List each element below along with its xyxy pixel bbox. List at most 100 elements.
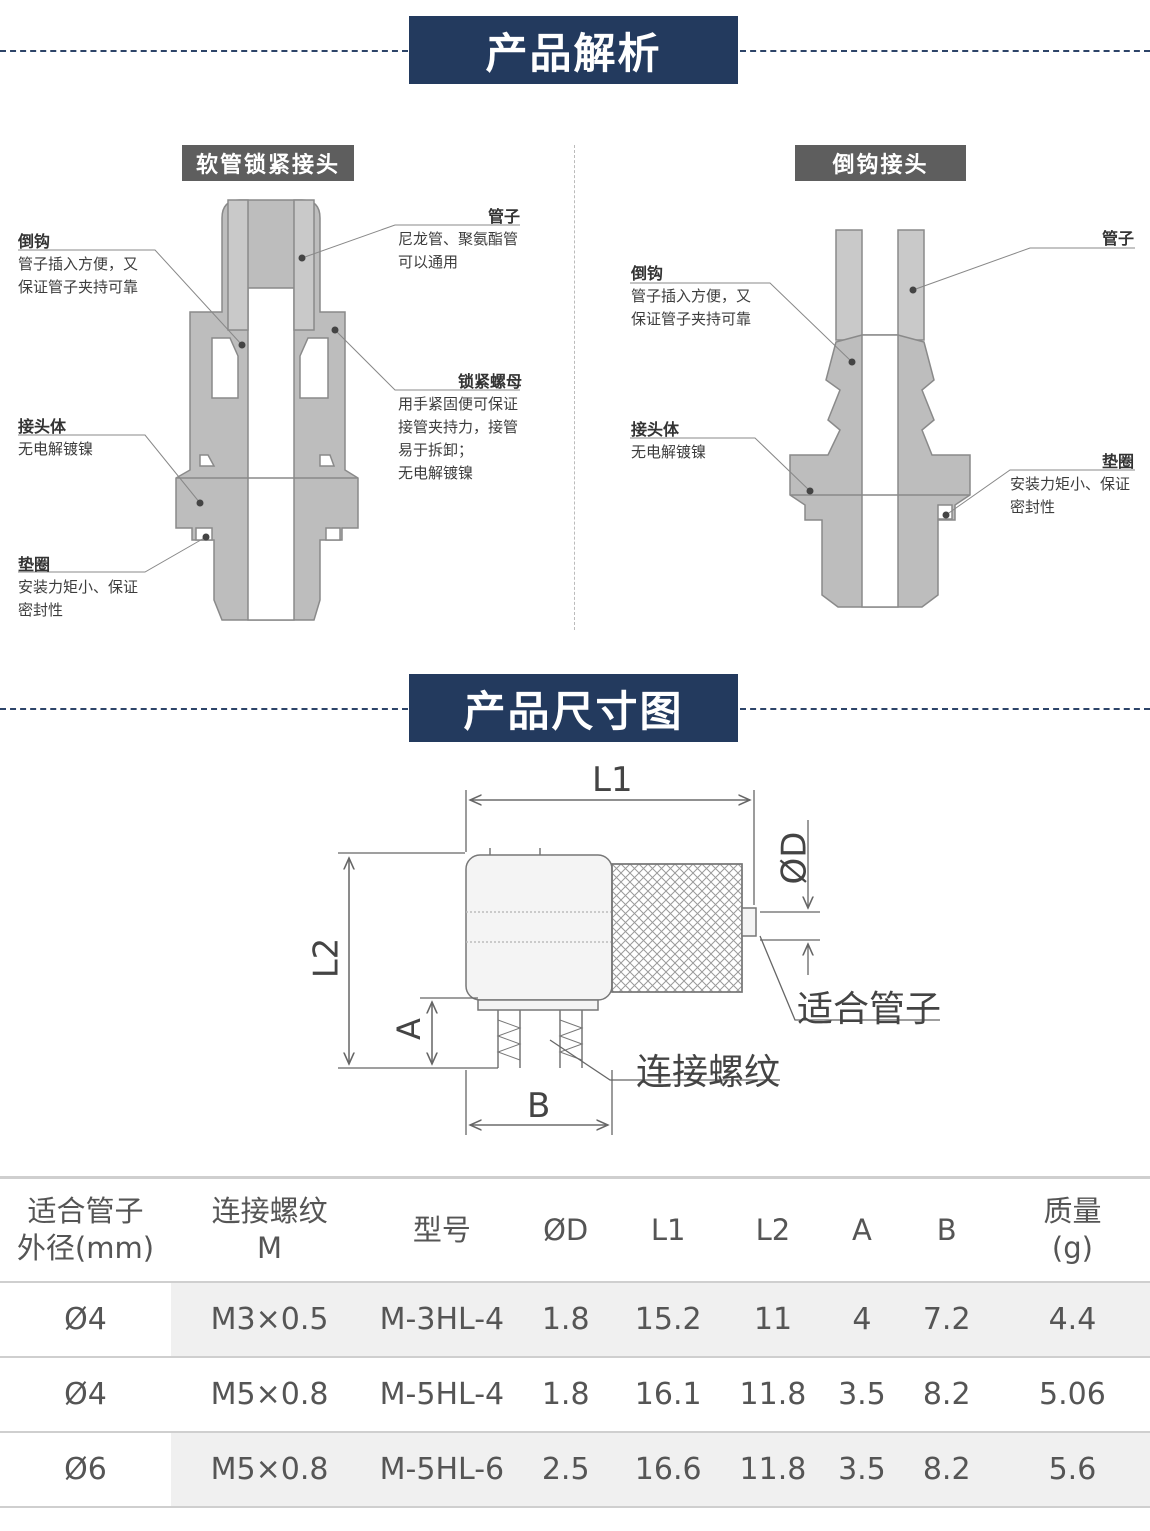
dimension-lines bbox=[338, 790, 940, 1135]
table-cell: M-3HL-4 bbox=[368, 1282, 516, 1358]
left-nut-desc2: 接管夹持力，接管 bbox=[398, 418, 519, 436]
table-cell: 16.1 bbox=[615, 1357, 721, 1433]
table-cell: 11.8 bbox=[720, 1357, 826, 1433]
table-cell: 15.2 bbox=[615, 1282, 721, 1358]
table-cell: 2.5 bbox=[515, 1432, 616, 1508]
dim-label-A: A bbox=[389, 1018, 428, 1040]
table-cell: 7.2 bbox=[898, 1282, 995, 1358]
right-fitting-drawing bbox=[789, 229, 971, 608]
left-nut-desc3: 易于拆卸； bbox=[398, 441, 474, 459]
left-fitting-drawing bbox=[175, 199, 359, 621]
table-row: Ø6 M5×0.8 M-5HL-6 2.5 16.6 11.8 3.5 8.2 … bbox=[0, 1432, 1150, 1508]
dim-label-thread: 连接螺纹 bbox=[636, 1052, 781, 1093]
table-cell: M5×0.8 bbox=[170, 1357, 369, 1433]
divider-left-1 bbox=[0, 50, 408, 52]
table-cell: 8.2 bbox=[898, 1357, 995, 1433]
table-row: Ø4 M3×0.5 M-3HL-4 1.8 15.2 11 4 7.2 4.4 bbox=[0, 1282, 1150, 1358]
left-hook-title: 倒钩 bbox=[18, 232, 51, 251]
left-body-title: 接头体 bbox=[18, 417, 67, 436]
table-cell: 1.8 bbox=[515, 1282, 616, 1358]
col-header-a: A bbox=[825, 1176, 899, 1283]
left-label-washer: 垫圈 安装力矩小、保证 密封性 bbox=[18, 553, 168, 622]
left-leader-dots bbox=[196, 254, 339, 541]
left-body-desc1: 无电解镀镍 bbox=[18, 440, 94, 458]
table-cell: M-5HL-4 bbox=[368, 1357, 516, 1433]
right-body-title: 接头体 bbox=[631, 420, 680, 439]
table-cell: 3.5 bbox=[825, 1432, 899, 1508]
right-washer-desc1: 安装力矩小、保证 bbox=[1010, 475, 1131, 493]
right-label-tube: 管子 bbox=[1030, 227, 1134, 250]
col-header-mass: 质量(g) bbox=[994, 1176, 1150, 1283]
right-diagram-title: 倒钩接头 bbox=[795, 145, 966, 181]
col-header-od: ØD bbox=[515, 1176, 616, 1283]
right-body-desc1: 无电解镀镍 bbox=[631, 443, 707, 461]
divider-left-2 bbox=[0, 708, 408, 710]
divider-right-1 bbox=[740, 50, 1150, 52]
left-washer-title: 垫圈 bbox=[18, 555, 51, 574]
table-row: Ø4 M5×0.8 M-5HL-4 1.8 16.1 11.8 3.5 8.2 … bbox=[0, 1357, 1150, 1433]
section-title-analysis: 产品解析 bbox=[409, 16, 738, 84]
table-cell: M-5HL-6 bbox=[368, 1432, 516, 1508]
left-tube-desc1: 尼龙管、聚氨酯管 bbox=[398, 230, 519, 248]
table-cell: 16.6 bbox=[615, 1432, 721, 1508]
table-cell: 11 bbox=[720, 1282, 826, 1358]
left-nut-title: 锁紧螺母 bbox=[457, 372, 522, 391]
divider-right-2 bbox=[740, 708, 1150, 710]
left-label-hook: 倒钩 管子插入方便，又 保证管子夹持可靠 bbox=[18, 230, 168, 299]
col-header-l2: L2 bbox=[720, 1176, 826, 1283]
dim-label-L1: L1 bbox=[592, 760, 633, 800]
right-washer-desc2: 密封性 bbox=[1010, 498, 1056, 516]
left-nut-desc1: 用手紧固便可保证 bbox=[398, 395, 519, 413]
right-hook-desc2: 保证管子夹持可靠 bbox=[631, 310, 752, 328]
col-header-b: B bbox=[898, 1176, 995, 1283]
right-label-body: 接头体 无电解镀镍 bbox=[631, 418, 761, 464]
table-cell: 3.5 bbox=[825, 1357, 899, 1433]
dim-label-L2: L2 bbox=[306, 937, 347, 979]
section-title-dimension: 产品尺寸图 bbox=[409, 674, 738, 742]
table-cell: Ø4 bbox=[0, 1282, 171, 1358]
table-cell: Ø4 bbox=[0, 1357, 171, 1433]
table-cell: 4 bbox=[825, 1282, 899, 1358]
table-cell: 8.2 bbox=[898, 1432, 995, 1508]
center-divider bbox=[574, 145, 575, 630]
left-washer-desc2: 密封性 bbox=[18, 601, 64, 619]
right-leader-dots bbox=[806, 286, 950, 519]
left-tube-title: 管子 bbox=[487, 207, 520, 226]
table-cell: 5.6 bbox=[994, 1432, 1150, 1508]
left-label-body: 接头体 无电解镀镍 bbox=[18, 415, 158, 461]
right-hook-title: 倒钩 bbox=[631, 264, 664, 283]
table-cell: 5.06 bbox=[994, 1357, 1150, 1433]
left-label-tube: 管子 尼龙管、聚氨酯管 可以通用 bbox=[398, 205, 520, 274]
col-header-model: 型号 bbox=[368, 1176, 516, 1283]
dim-label-B: B bbox=[527, 1086, 551, 1126]
left-diagram-title: 软管锁紧接头 bbox=[182, 145, 354, 181]
table-cell: 11.8 bbox=[720, 1432, 826, 1508]
col-header-l1: L1 bbox=[615, 1176, 721, 1283]
table-cell: M5×0.8 bbox=[170, 1432, 369, 1508]
left-hook-desc1: 管子插入方便，又 bbox=[18, 255, 139, 273]
right-tube-title: 管子 bbox=[1101, 229, 1134, 248]
dim-label-tube: 适合管子 bbox=[797, 989, 942, 1030]
left-nut-desc4: 无电解镀镍 bbox=[398, 464, 474, 482]
left-leaders bbox=[18, 224, 520, 573]
left-tube-desc2: 可以通用 bbox=[398, 253, 459, 271]
right-label-hook: 倒钩 管子插入方便，又 保证管子夹持可靠 bbox=[631, 262, 781, 331]
col-header-tube-od: 适合管子外径(mm) bbox=[0, 1176, 171, 1283]
right-hook-desc1: 管子插入方便，又 bbox=[631, 287, 752, 305]
right-washer-title: 垫圈 bbox=[1101, 452, 1134, 471]
left-label-nut: 锁紧螺母 用手紧固便可保证 接管夹持力，接管 易于拆卸； 无电解镀镍 bbox=[398, 370, 522, 485]
right-leaders bbox=[630, 247, 1135, 516]
dim-label-OD: ØD bbox=[774, 831, 815, 885]
table-cell: 1.8 bbox=[515, 1357, 616, 1433]
dimension-drawing bbox=[465, 848, 757, 1068]
table-cell: 4.4 bbox=[994, 1282, 1150, 1358]
left-hook-desc2: 保证管子夹持可靠 bbox=[18, 278, 139, 296]
table-cell: M3×0.5 bbox=[170, 1282, 369, 1358]
table-cell: Ø6 bbox=[0, 1432, 171, 1508]
left-washer-desc1: 安装力矩小、保证 bbox=[18, 578, 139, 596]
right-label-washer: 垫圈 安装力矩小、保证 密封性 bbox=[1010, 450, 1134, 519]
